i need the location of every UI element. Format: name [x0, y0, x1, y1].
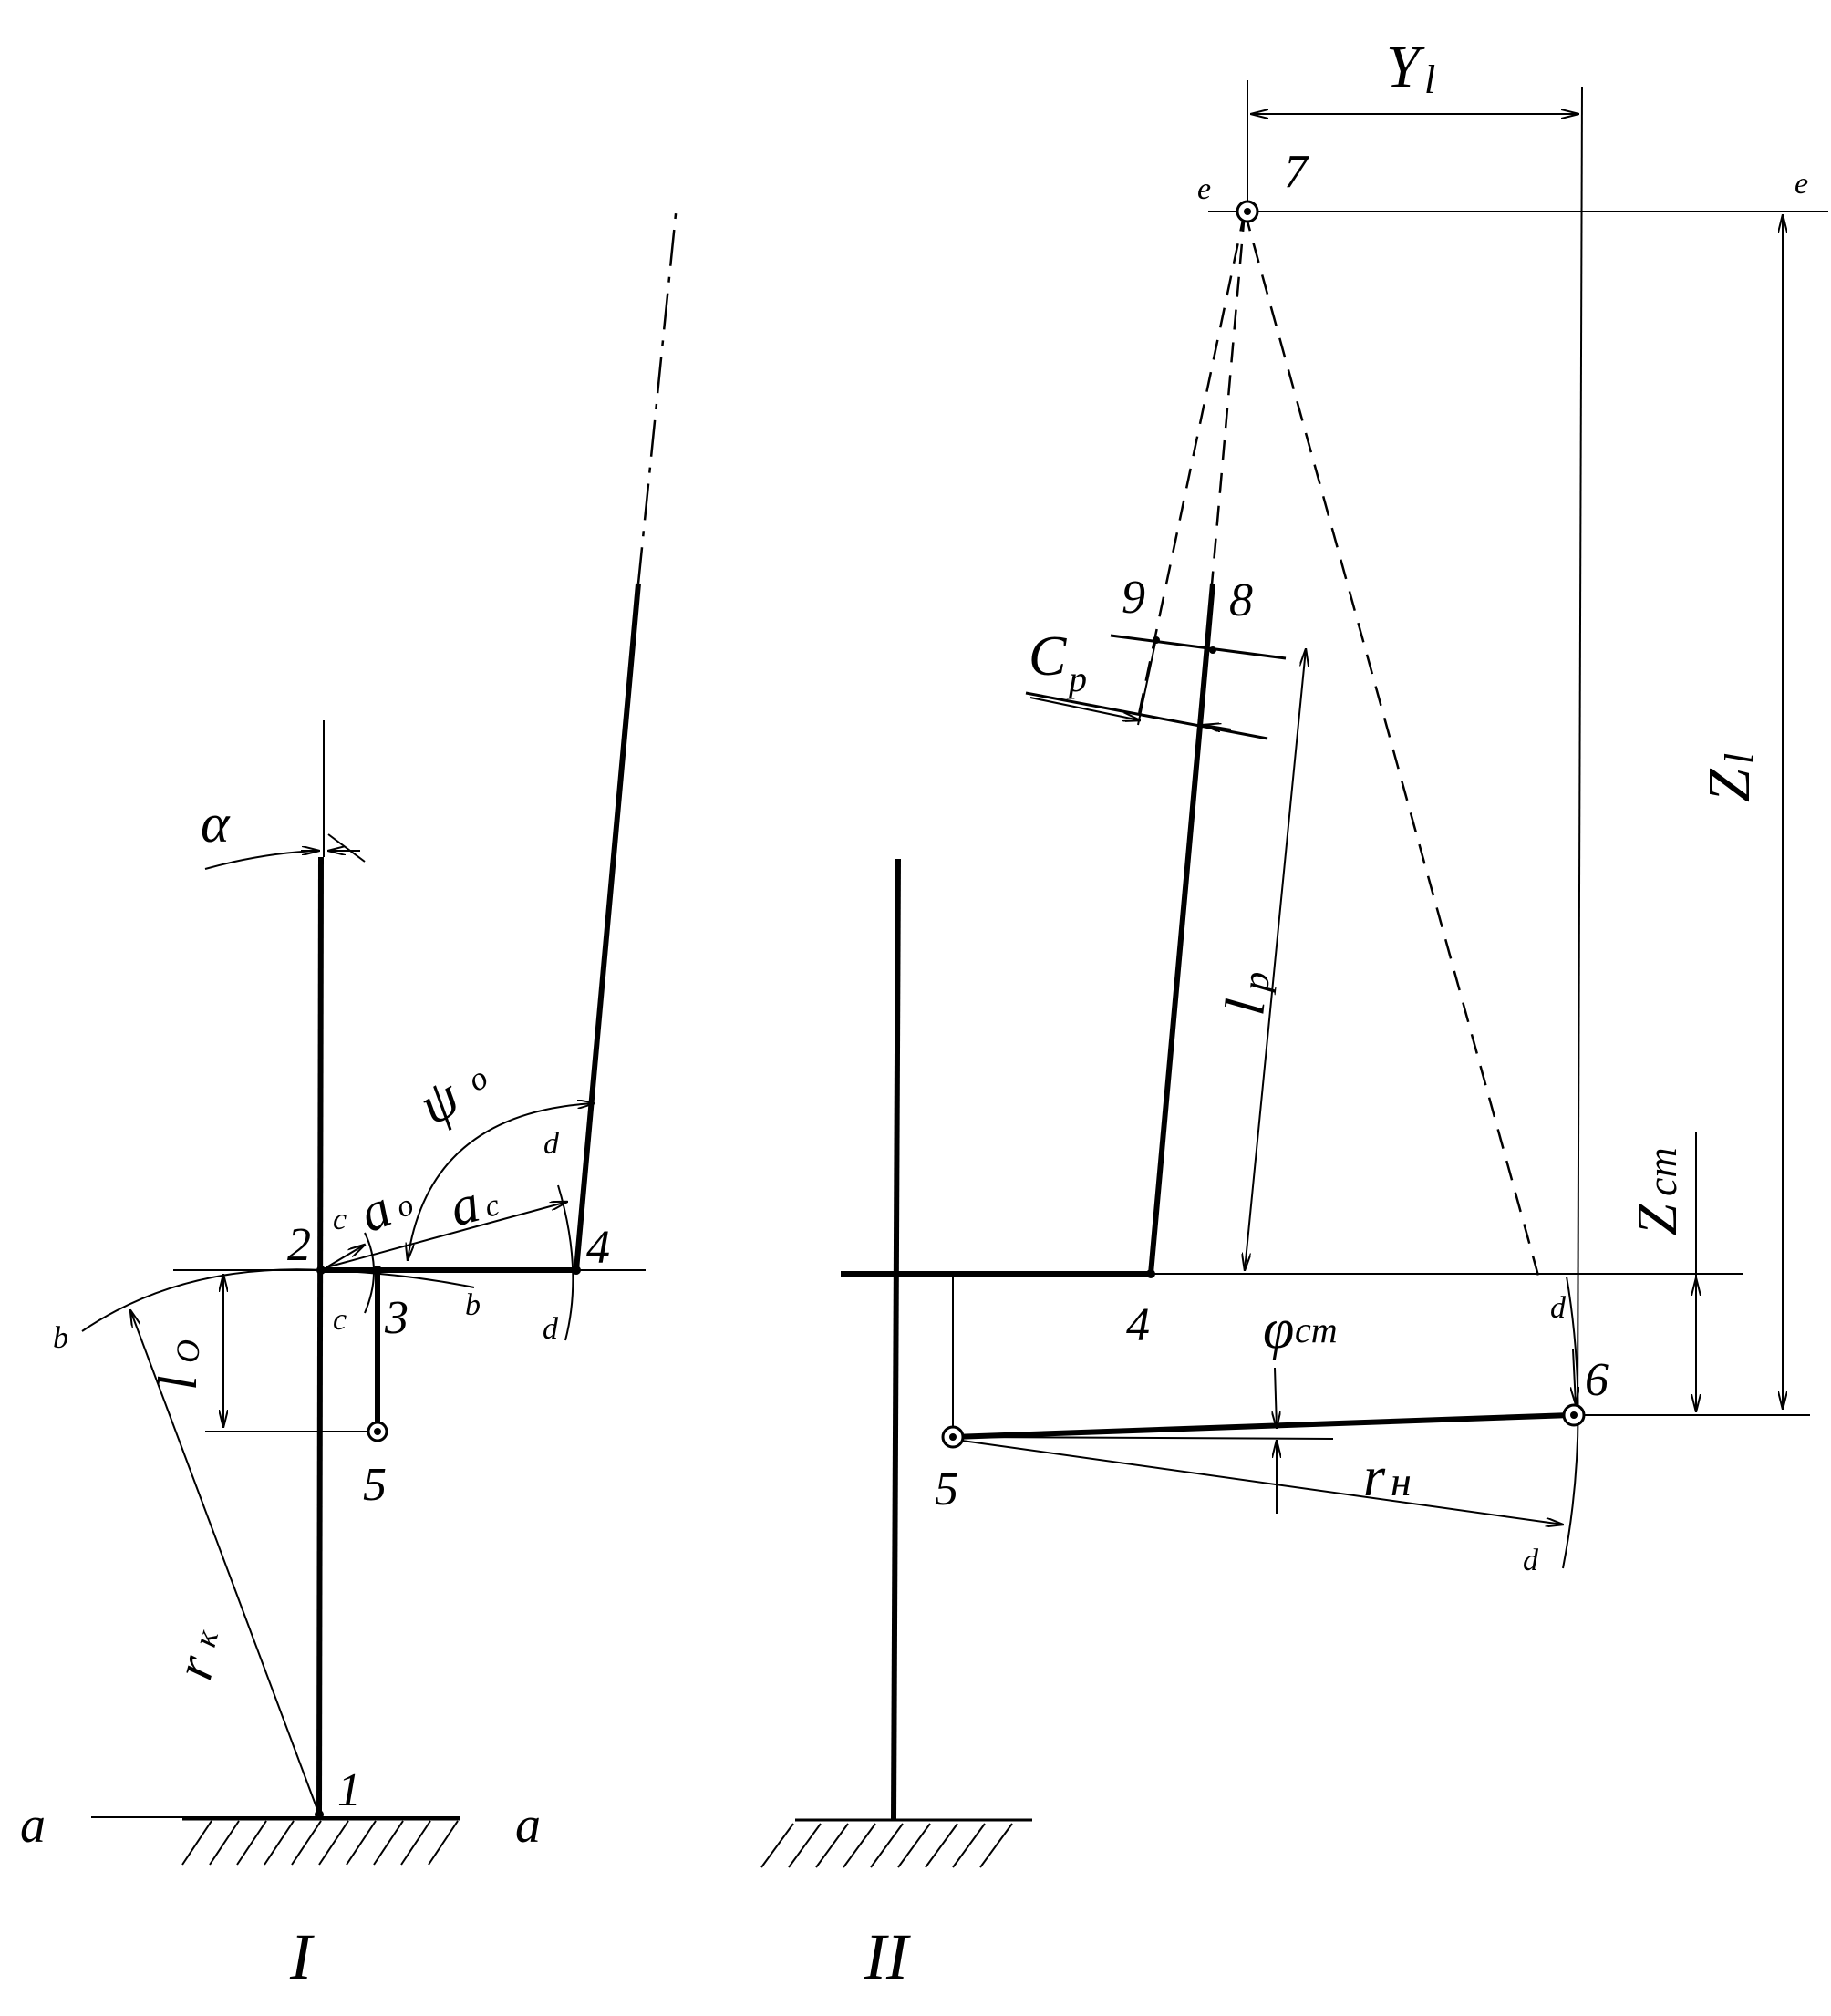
svg-text:O: O [170, 1339, 206, 1363]
arc-b [81, 1268, 475, 1332]
strut-4-8 [1148, 583, 1215, 1275]
label-a0: a o [351, 1178, 419, 1244]
strut-axis-dashdot [636, 204, 678, 584]
point-2 [316, 1266, 326, 1275]
label-line-d-top: d [543, 1127, 560, 1161]
view-1: a a 1 2 3 4 5 b b c c d d α ψ o a o a c … [20, 204, 678, 1993]
dim-psi0 [408, 1103, 595, 1260]
svg-text:p: p [1066, 658, 1087, 699]
label-zst: Z cm [1627, 1147, 1689, 1235]
view-1-label: I [289, 1920, 315, 1993]
label-line-c-bottom: c [333, 1303, 347, 1337]
tick-lower [1025, 691, 1268, 740]
label-line-b-left: b [53, 1321, 68, 1355]
tick-upper [1110, 634, 1287, 660]
svg-text:o: o [391, 1188, 419, 1225]
svg-text:l: l [1214, 996, 1277, 1018]
svg-text:Z: Z [1696, 768, 1763, 802]
label-point-8: 8 [1229, 574, 1253, 626]
lever-5-6 [952, 1412, 1572, 1440]
svg-text:l: l [148, 1375, 208, 1391]
label-point-3: 3 [384, 1292, 409, 1344]
dim-a0 [326, 1245, 365, 1268]
alpha-arc-left [204, 850, 320, 870]
svg-text:l: l [1717, 753, 1762, 764]
svg-text:cm: cm [1639, 1147, 1685, 1196]
dashed-7-9 [1136, 211, 1247, 719]
label-line-a-left: a [20, 1797, 46, 1854]
svg-text:r: r [163, 1649, 227, 1685]
ground-hatch-1 [181, 1820, 459, 1866]
label-point-9: 9 [1122, 572, 1145, 624]
view-2-label: II [864, 1920, 911, 1993]
svg-text:Z: Z [1627, 1204, 1689, 1235]
label-line-e-left: e [1197, 172, 1211, 206]
label-point-7: 7 [1284, 146, 1309, 198]
cp-reference [1137, 637, 1157, 726]
svg-text:a: a [443, 1173, 485, 1238]
dim-rn [961, 1440, 1563, 1525]
label-line-d-2-bottom: d [1523, 1544, 1539, 1577]
label-line-d-2-top: d [1550, 1291, 1567, 1325]
label-z1: Z l [1696, 753, 1763, 802]
label-point-4b: 4 [1126, 1299, 1150, 1351]
ground-hatch-2 [760, 1823, 1013, 1868]
label-line-a-right: a [515, 1797, 541, 1854]
point-3 [373, 1266, 382, 1275]
dim-lp [1245, 649, 1306, 1270]
svg-text:Y: Y [1386, 34, 1425, 100]
svg-text:cm: cm [1295, 1309, 1338, 1350]
label-line-b-right: b [465, 1288, 481, 1322]
point-4 [572, 1266, 581, 1275]
svg-text:r: r [1363, 1446, 1386, 1508]
svg-text:ψ: ψ [409, 1065, 471, 1137]
reference-line-right [1577, 86, 1583, 1423]
label-point-5b: 5 [935, 1463, 958, 1515]
label-point-6: 6 [1585, 1354, 1609, 1406]
point-4b [1146, 1269, 1155, 1278]
svg-text:C: C [1029, 625, 1067, 688]
label-point-1: 1 [337, 1764, 361, 1816]
alpha-tick [327, 833, 366, 863]
dim-phi-top [1275, 1367, 1277, 1428]
label-alpha: α [201, 793, 231, 853]
label-line-d-bottom: d [543, 1312, 559, 1346]
dashed-7-8 [1197, 211, 1247, 730]
label-point-4: 4 [586, 1222, 610, 1274]
label-l0: l O [148, 1339, 208, 1391]
kingpin-axis [316, 856, 324, 1815]
label-y1: Y l [1386, 34, 1435, 102]
dim-cp-arrow-right [1204, 725, 1232, 729]
svg-text:o: o [461, 1059, 494, 1099]
view-2: e e 7 9 8 4 5 6 d d Y l Z l Z cm l p C p… [760, 34, 1828, 1993]
label-point-2: 2 [287, 1219, 311, 1271]
label-lp: l p [1214, 969, 1278, 1018]
label-phist: φ cm [1263, 1298, 1338, 1360]
label-point-5: 5 [363, 1459, 387, 1511]
svg-text:φ: φ [1263, 1298, 1294, 1360]
svg-text:н: н [1391, 1458, 1412, 1504]
dashed-7-6 [1243, 211, 1543, 1287]
dim-cp-arrow-left [1029, 697, 1140, 720]
label-psi0: ψ o [409, 1059, 494, 1137]
arc-d [557, 1184, 574, 1341]
label-rk: r к [163, 1625, 227, 1685]
label-rn: r н [1363, 1446, 1412, 1508]
label-line-c-top: c [333, 1203, 347, 1236]
strut-4 [574, 583, 641, 1271]
svg-text:l: l [1424, 57, 1435, 102]
wheel-post [891, 858, 901, 1820]
phi-reference [961, 1436, 1334, 1440]
dim-rk [130, 1310, 320, 1815]
label-line-e-right: e [1795, 167, 1808, 201]
label-ac: a c [443, 1173, 502, 1238]
svg-text:a: a [351, 1178, 399, 1244]
svg-text:c: c [481, 1188, 502, 1225]
point-1 [315, 1810, 324, 1819]
label-cp: C p [1029, 625, 1087, 699]
svg-text:к: к [186, 1625, 225, 1650]
svg-text:p: p [1235, 969, 1278, 996]
